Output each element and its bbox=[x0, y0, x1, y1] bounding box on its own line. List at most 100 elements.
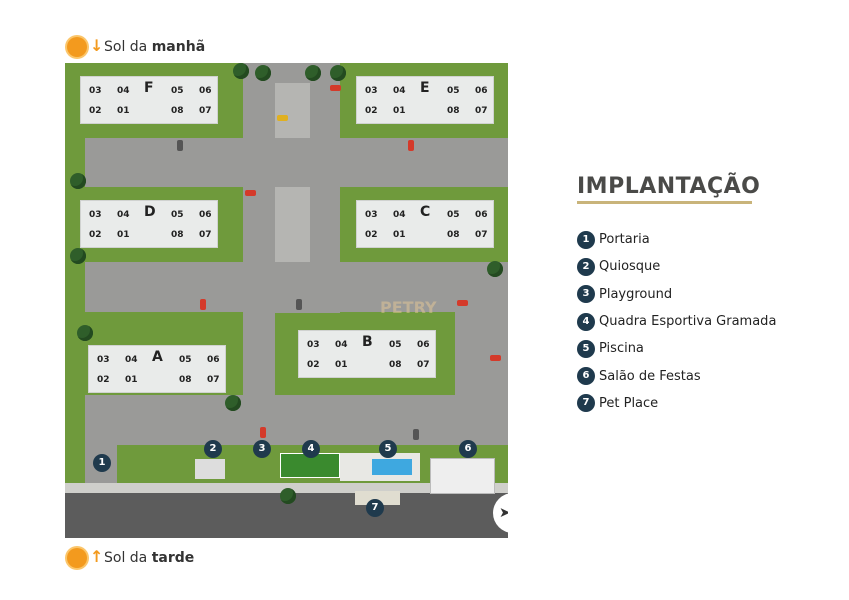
number-badge: 5 bbox=[577, 339, 595, 358]
unit-number: 05 bbox=[179, 355, 192, 365]
sun-icon bbox=[67, 37, 87, 57]
unit-number: 04 bbox=[393, 210, 406, 220]
building-letter: F bbox=[144, 80, 154, 96]
unit-number: 02 bbox=[89, 230, 102, 240]
unit-number: 07 bbox=[199, 106, 212, 116]
marker-1[interactable]: 1 bbox=[93, 454, 111, 472]
unit-number: 05 bbox=[389, 340, 402, 350]
unit-number: 03 bbox=[89, 210, 102, 220]
unit-number: 02 bbox=[365, 230, 378, 240]
building-c: C 03 02 04 01 05 08 06 07 bbox=[356, 200, 494, 248]
unit-number: 02 bbox=[307, 360, 320, 370]
unit-number: 06 bbox=[199, 86, 212, 96]
marker-2[interactable]: 2 bbox=[204, 440, 222, 458]
building-letter: B bbox=[362, 334, 373, 350]
sun-afternoon-label: Sol da tarde bbox=[104, 550, 195, 566]
unit-number: 05 bbox=[447, 210, 460, 220]
number-badge: 7 bbox=[577, 394, 595, 413]
unit-number: 04 bbox=[393, 86, 406, 96]
unit-number: 04 bbox=[117, 86, 130, 96]
unit-number: 01 bbox=[393, 106, 406, 116]
unit-number: 07 bbox=[475, 230, 488, 240]
legend-label: Playground bbox=[599, 286, 673, 302]
unit-number: 05 bbox=[171, 86, 184, 96]
page-title: IMPLANTAÇÃO bbox=[577, 174, 761, 199]
building-letter: E bbox=[420, 80, 430, 96]
unit-number: 07 bbox=[475, 106, 488, 116]
unit-number: 06 bbox=[475, 210, 488, 220]
legend-label: Quadra Esportiva Gramada bbox=[599, 314, 777, 330]
building-letter: C bbox=[420, 204, 431, 220]
unit-number: 07 bbox=[199, 230, 212, 240]
title-underline bbox=[577, 201, 752, 204]
building-letter: A bbox=[152, 349, 163, 365]
legend-label: Portaria bbox=[599, 232, 650, 248]
building-letter: D bbox=[144, 204, 156, 220]
unit-number: 08 bbox=[447, 230, 460, 240]
compass-arrow-icon: ➤ bbox=[499, 505, 508, 521]
unit-number: 03 bbox=[365, 210, 378, 220]
marker-5[interactable]: 5 bbox=[379, 440, 397, 458]
north-compass: ➤ N bbox=[493, 493, 508, 533]
site-plan-map: 1 2 3 4 5 6 7 F 03 02 04 01 05 08 06 07 E 03 02 04 01… bbox=[65, 63, 508, 538]
number-badge: 3 bbox=[577, 285, 595, 304]
unit-number: 04 bbox=[117, 210, 130, 220]
unit-number: 03 bbox=[307, 340, 320, 350]
sun-icon bbox=[67, 548, 87, 568]
unit-number: 06 bbox=[417, 340, 430, 350]
marker-6[interactable]: 6 bbox=[459, 440, 477, 458]
unit-number: 04 bbox=[125, 355, 138, 365]
marker-7[interactable]: 7 bbox=[366, 499, 384, 517]
marker-4[interactable]: 4 bbox=[302, 440, 320, 458]
unit-number: 06 bbox=[199, 210, 212, 220]
unit-number: 08 bbox=[389, 360, 402, 370]
unit-number: 02 bbox=[97, 375, 110, 385]
number-badge: 1 bbox=[577, 230, 595, 249]
unit-number: 04 bbox=[335, 340, 348, 350]
number-badge: 6 bbox=[577, 367, 595, 386]
building-e: E 03 02 04 01 05 08 06 07 bbox=[356, 76, 494, 124]
unit-number: 08 bbox=[171, 230, 184, 240]
unit-number: 08 bbox=[447, 106, 460, 116]
building-d: D 03 02 04 01 05 08 06 07 bbox=[80, 200, 218, 248]
unit-number: 02 bbox=[89, 106, 102, 116]
unit-number: 06 bbox=[207, 355, 220, 365]
building-a: A 03 02 04 01 05 08 06 07 bbox=[88, 345, 226, 393]
unit-number: 01 bbox=[393, 230, 406, 240]
arrow-down-icon: ↓ bbox=[90, 36, 104, 55]
unit-number: 03 bbox=[97, 355, 110, 365]
number-badge: 2 bbox=[577, 257, 595, 276]
unit-number: 02 bbox=[365, 106, 378, 116]
building-f: F 03 02 04 01 05 08 06 07 bbox=[80, 76, 218, 124]
unit-number: 05 bbox=[171, 210, 184, 220]
unit-number: 07 bbox=[417, 360, 430, 370]
arrow-up-icon: ↑ bbox=[90, 547, 104, 566]
unit-number: 06 bbox=[475, 86, 488, 96]
legend-label: Quiosque bbox=[599, 259, 661, 275]
unit-number: 01 bbox=[335, 360, 348, 370]
building-b: B 03 02 04 01 05 08 06 07 bbox=[298, 330, 436, 378]
unit-number: 03 bbox=[89, 86, 102, 96]
number-badge: 4 bbox=[577, 312, 595, 331]
unit-number: 01 bbox=[125, 375, 138, 385]
legend-label: Piscina bbox=[599, 341, 644, 357]
unit-number: 08 bbox=[171, 106, 184, 116]
unit-number: 05 bbox=[447, 86, 460, 96]
sun-morning-label: Sol da manhã bbox=[104, 39, 206, 55]
marker-3[interactable]: 3 bbox=[253, 440, 271, 458]
unit-number: 03 bbox=[365, 86, 378, 96]
unit-number: 07 bbox=[207, 375, 220, 385]
watermark-logo: PETRY bbox=[380, 298, 437, 317]
unit-number: 01 bbox=[117, 106, 130, 116]
legend-label: Pet Place bbox=[599, 395, 659, 411]
unit-number: 08 bbox=[179, 375, 192, 385]
unit-number: 01 bbox=[117, 230, 130, 240]
